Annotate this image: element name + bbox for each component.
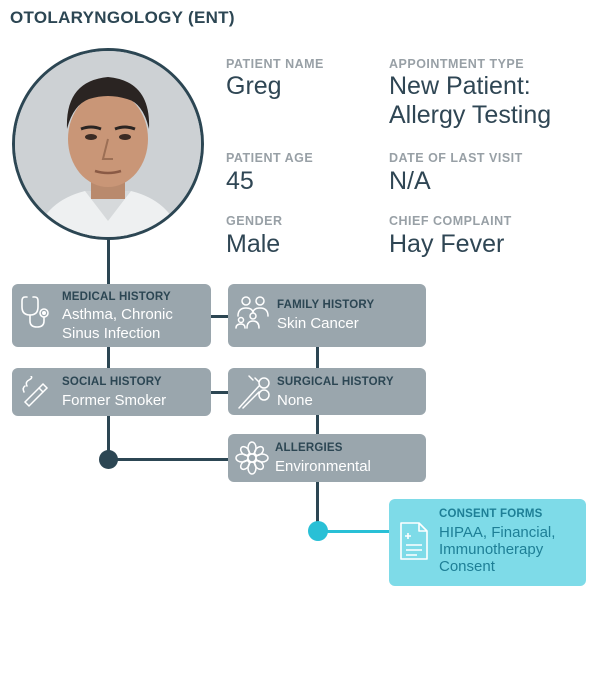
patient-name: Greg xyxy=(226,72,282,100)
appointment-type-label: APPOINTMENT TYPE xyxy=(389,57,525,71)
medical-history-title: MEDICAL HISTORY xyxy=(62,291,171,303)
last-visit-value: N/A xyxy=(389,167,431,195)
chief-complaint-label: CHIEF COMPLAINT xyxy=(389,214,512,228)
allergies-title: ALLERGIES xyxy=(275,442,343,454)
patient-age-label: PATIENT AGE xyxy=(226,151,314,165)
allergies-line1: Environmental xyxy=(275,458,371,475)
family-history-card: FAMILY HISTORY Skin Cancer xyxy=(228,284,426,347)
last-visit-label: DATE OF LAST VISIT xyxy=(389,151,523,165)
surgical-scissors-icon xyxy=(233,372,273,417)
family-history-line1: Skin Cancer xyxy=(277,315,359,332)
junction-dot-teal xyxy=(308,521,328,541)
medical-history-line2: Sinus Infection xyxy=(62,325,161,342)
family-history-title: FAMILY HISTORY xyxy=(277,299,375,311)
consent-forms-line3: Consent xyxy=(439,558,495,575)
consent-forms-line1: HIPAA, Financial, xyxy=(439,524,556,541)
social-history-title: SOCIAL HISTORY xyxy=(62,376,162,388)
section-title: OTOLARYNGOLOGY (ENT) xyxy=(10,8,235,27)
medical-history-line1: Asthma, Chronic xyxy=(62,306,173,323)
connector-line xyxy=(210,315,230,318)
pollen-icon xyxy=(235,441,269,480)
consent-forms-card: CONSENT FORMS HIPAA, Financial, Immunoth… xyxy=(389,499,586,586)
stethoscope-icon xyxy=(19,293,57,336)
surgical-history-title: SURGICAL HISTORY xyxy=(277,376,394,388)
surgical-history-card: SURGICAL HISTORY None xyxy=(228,368,426,415)
patient-age: 45 xyxy=(226,167,254,195)
connector-line xyxy=(210,391,230,394)
medical-history-card: MEDICAL HISTORY Asthma, Chronic Sinus In… xyxy=(12,284,211,347)
chief-complaint-value: Hay Fever xyxy=(389,230,505,258)
connector-line xyxy=(107,238,110,460)
social-history-card: SOCIAL HISTORY Former Smoker xyxy=(12,368,211,416)
gender-label: GENDER xyxy=(226,214,283,228)
cigarette-icon xyxy=(21,375,53,413)
consent-forms-line2: Immunotherapy xyxy=(439,541,544,558)
appointment-type-line2: Allergy Testing xyxy=(389,101,552,129)
social-history-line1: Former Smoker xyxy=(62,392,167,409)
consent-forms-title: CONSENT FORMS xyxy=(439,508,543,520)
patient-avatar xyxy=(12,48,204,240)
connector-line xyxy=(316,346,319,370)
connector-line-teal xyxy=(318,530,392,533)
appointment-type-line1: New Patient: xyxy=(389,72,531,100)
patient-photo xyxy=(15,51,201,237)
connector-line xyxy=(316,481,319,532)
patient-name-label: PATIENT NAME xyxy=(226,57,324,71)
allergies-card: ALLERGIES Environmental xyxy=(228,434,426,482)
document-icon xyxy=(399,521,429,566)
connector-line xyxy=(107,458,231,461)
surgical-history-line1: None xyxy=(277,392,313,409)
junction-dot xyxy=(99,450,118,469)
gender-value: Male xyxy=(226,230,281,258)
family-icon xyxy=(233,294,273,335)
connector-line xyxy=(316,413,319,437)
